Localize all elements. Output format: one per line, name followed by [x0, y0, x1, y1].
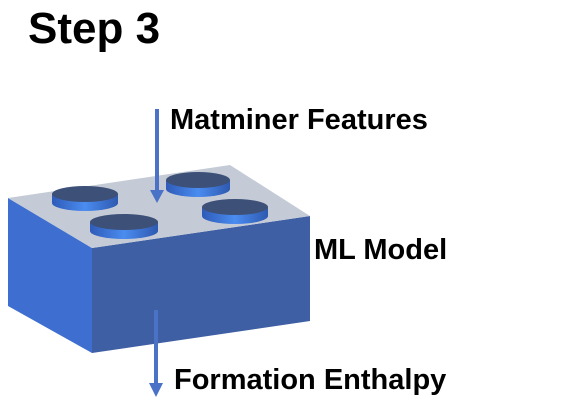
lego-brick-icon: [8, 165, 310, 353]
brick-stud-back-left: [52, 186, 118, 211]
model-label: ML Model: [314, 234, 448, 266]
step-title: Step 3: [28, 4, 161, 53]
brick-left-face: [8, 198, 92, 353]
output-label: Formation Enthalpy: [174, 364, 447, 396]
brick-stud-front-left: [90, 214, 158, 239]
brick-front-face: [92, 216, 310, 353]
brick-top-face: [8, 165, 310, 248]
brick-stud-front-right: [202, 199, 268, 224]
output-arrow-icon: [149, 310, 163, 397]
brick-stud-back-right: [166, 172, 230, 197]
input-label: Matminer Features: [170, 104, 428, 136]
input-arrow-icon: [150, 109, 164, 203]
